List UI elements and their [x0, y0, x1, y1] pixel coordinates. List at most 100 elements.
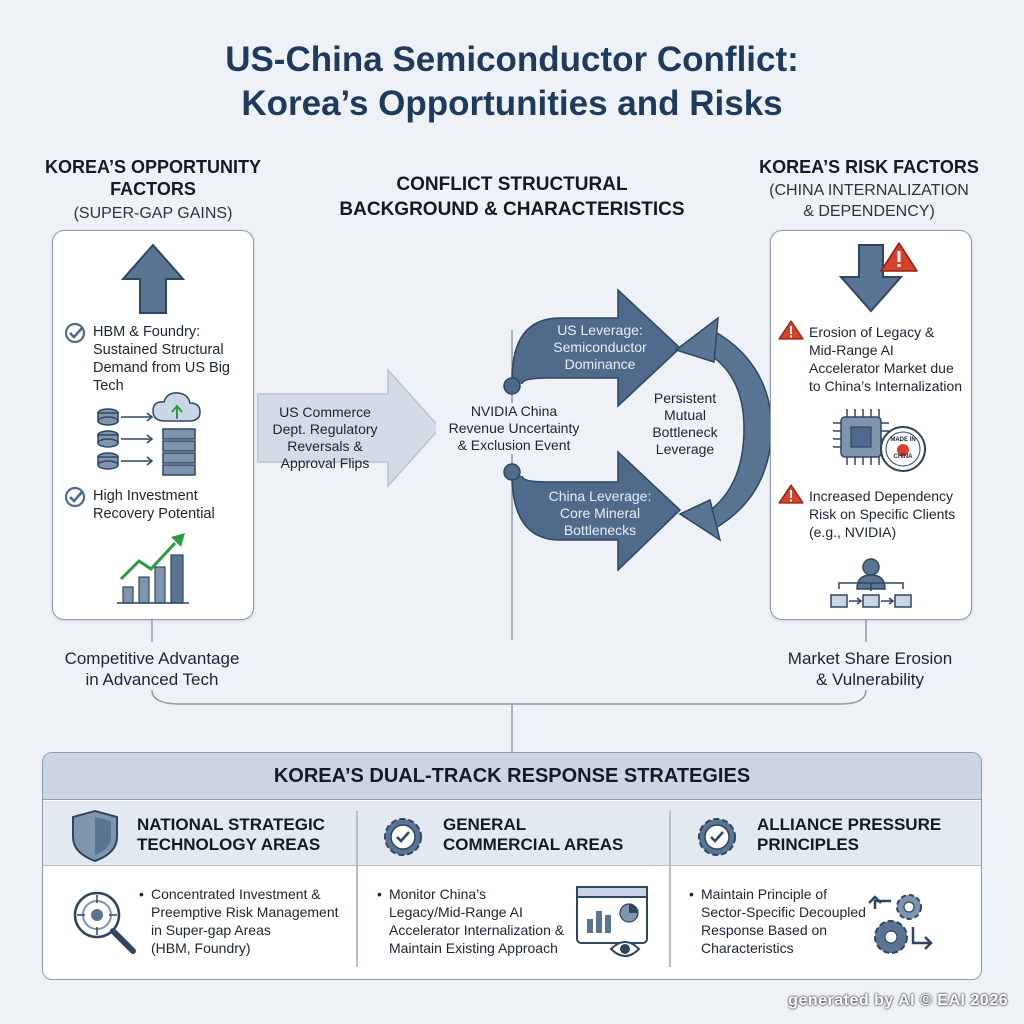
- label-line: Dept. Regulatory: [272, 421, 378, 437]
- mutual-leverage-label: Persistent Mutual Bottleneck Leverage: [636, 390, 734, 458]
- label-line: Leverage: [655, 441, 715, 457]
- bullet-line: Legacy/Mid-Range AI: [389, 904, 523, 920]
- bullet-dot: •: [689, 886, 694, 902]
- bullet-line: Sector-Specific Decoupled: [701, 904, 866, 920]
- strategy-column-1-header: NATIONAL STRATEGIC TECHNOLOGY AREAS: [137, 815, 347, 855]
- strategies-title: KOREA’S DUAL-TRACK RESPONSE STRATEGIES: [273, 765, 751, 787]
- risk-header-title: KOREA’S RISK FACTORS: [759, 157, 979, 177]
- label-line: Revenue Uncertainty: [448, 420, 580, 436]
- item-line: High Investment: [93, 488, 198, 504]
- bullet-line: Maintain Existing Approach: [389, 940, 558, 956]
- header-line: NATIONAL STRATEGIC: [137, 815, 325, 834]
- gear-check-icon: [384, 818, 422, 856]
- item-line: Tech: [93, 378, 124, 394]
- us-leverage-arrow: [511, 288, 682, 408]
- bullet-line: Preemptive Risk Management: [151, 904, 339, 920]
- header-line: TECHNOLOGY AREAS: [137, 835, 321, 854]
- item-line: Mid-Range AI: [809, 342, 894, 358]
- item-line: to China’s Internalization: [809, 378, 963, 394]
- risk-header: KOREA’S RISK FACTORS (CHINA INTERNALIZAT…: [744, 156, 994, 222]
- risk-item-dependency: Increased Dependency Risk on Specific Cl…: [809, 487, 971, 541]
- mutual-arrowhead-bottom: [678, 498, 722, 542]
- item-line: Accelerator Market due: [809, 360, 954, 376]
- bullet-line: Response Based on: [701, 922, 828, 938]
- warning-icon: [778, 320, 804, 340]
- opportunity-item-investment: High Investment Recovery Potential: [93, 487, 253, 523]
- stamp-line: CHINA: [893, 454, 913, 460]
- risk-subheader-line-2: & DEPENDENCY): [803, 203, 935, 220]
- up-arrow-icon: [120, 243, 186, 314]
- strategy-column-3-bullet: • Maintain Principle of Sector-Specific …: [689, 885, 875, 957]
- china-leverage-arrow: [511, 450, 682, 572]
- down-arrow-icon: [838, 244, 904, 313]
- caption-line: Competitive Advantage: [64, 649, 240, 668]
- label-line: & Exclusion Event: [457, 437, 571, 453]
- strategies-column-header-band: [43, 801, 981, 866]
- item-line: Risk on Specific Clients: [809, 506, 956, 522]
- us-leverage-label: US Leverage: Semiconductor Dominance: [530, 322, 670, 373]
- china-leverage-label: China Leverage: Core Mineral Bottlenecks: [530, 488, 670, 539]
- page-title: US-China Semiconductor Conflict: Korea’s…: [0, 38, 1024, 126]
- item-line: Demand from US Big: [93, 360, 230, 376]
- us-leverage-node: [503, 377, 521, 395]
- made-in-china-stamp-icon: [880, 426, 926, 472]
- opportunity-item-hbm: HBM & Foundry: Sustained Structural Dema…: [93, 323, 253, 395]
- header-line: GENERAL: [443, 815, 527, 834]
- opportunity-caption: Competitive Advantage in Advanced Tech: [32, 648, 272, 690]
- header-line: COMMERCIAL AREAS: [443, 835, 624, 854]
- risk-item-erosion: Erosion of Legacy & Mid-Range AI Acceler…: [809, 323, 971, 395]
- risk-caption: Market Share Erosion & Vulnerability: [750, 648, 990, 690]
- header-line: PRINCIPLES: [757, 835, 860, 854]
- label-line: Reversals &: [287, 438, 363, 454]
- china-leverage-node: [503, 463, 521, 481]
- strategy-column-2-header: GENERAL COMMERCIAL AREAS: [443, 815, 663, 855]
- gear-check-icon: [698, 818, 736, 856]
- item-line: (e.g., NVIDIA): [809, 524, 897, 540]
- item-line: HBM & Foundry:: [93, 324, 201, 340]
- mutual-arrowhead-top: [674, 316, 719, 363]
- label-line: Approval Flips: [280, 455, 370, 471]
- bullet-line: Concentrated Investment &: [151, 886, 321, 902]
- regulatory-reversals-label: US Commerce Dept. Regulatory Reversals &…: [262, 404, 388, 472]
- conflict-header-line-1: CONFLICT STRUCTURAL: [396, 174, 628, 195]
- bullet-line: (HBM, Foundry): [151, 940, 251, 956]
- label-line: Core Mineral: [559, 505, 641, 521]
- item-line: Increased Dependency: [809, 488, 953, 504]
- opportunity-header-line-1: KOREA’S OPPORTUNITY: [44, 157, 262, 177]
- opportunity-subheader: (SUPER-GAP GAINS): [73, 205, 233, 222]
- chip-icon: [833, 409, 889, 465]
- label-line: Mutual: [663, 407, 707, 423]
- strategy-icons: [72, 809, 933, 957]
- column-divider: [669, 811, 671, 967]
- magnifier-target-icon: [73, 891, 136, 954]
- made-in-china-stamp-text: MADE IN CHINA: [883, 437, 923, 461]
- caption-line: Market Share Erosion: [787, 649, 953, 668]
- check-circle-icon: [64, 322, 86, 344]
- label-line: US Commerce: [279, 404, 371, 420]
- bullet-line: Monitor China’s: [389, 886, 487, 902]
- title-line-1: US-China Semiconductor Conflict:: [225, 40, 799, 79]
- label-line: Persistent: [653, 390, 717, 406]
- stamp-line: MADE IN: [890, 437, 916, 443]
- risk-subheader-line-1: (CHINA INTERNALIZATION: [769, 182, 969, 199]
- strategies-panel: KOREA’S DUAL-TRACK RESPONSE STRATEGIES: [42, 752, 982, 980]
- opportunity-header: KOREA’S OPPORTUNITY FACTORS (SUPER-GAP G…: [28, 156, 278, 224]
- conflict-header: CONFLICT STRUCTURAL BACKGROUND & CHARACT…: [300, 172, 724, 222]
- item-line: Erosion of Legacy &: [809, 324, 935, 340]
- client-hierarchy-icon: [830, 558, 912, 608]
- bullet-line: Accelerator Internalization &: [389, 922, 565, 938]
- header-line: ALLIANCE PRESSURE: [757, 815, 942, 834]
- label-line: NVIDIA China: [470, 403, 558, 419]
- label-line: Bottleneck: [652, 424, 718, 440]
- label-line: US Leverage:: [557, 322, 643, 338]
- nvidia-event-label: NVIDIA China Revenue Uncertainty & Exclu…: [436, 403, 592, 454]
- dashboard-eye-icon: [576, 886, 648, 957]
- strategy-column-3-header: ALLIANCE PRESSURE PRINCIPLES: [757, 815, 973, 855]
- bullet-line: Maintain Principle of: [701, 886, 828, 902]
- strategy-column-2-bullet: • Monitor China’s Legacy/Mid-Range AI Ac…: [377, 885, 577, 957]
- column-divider: [356, 811, 358, 967]
- warning-icon: [880, 242, 918, 272]
- label-line: Bottlenecks: [563, 522, 637, 538]
- regulatory-input-arrow: [257, 368, 442, 488]
